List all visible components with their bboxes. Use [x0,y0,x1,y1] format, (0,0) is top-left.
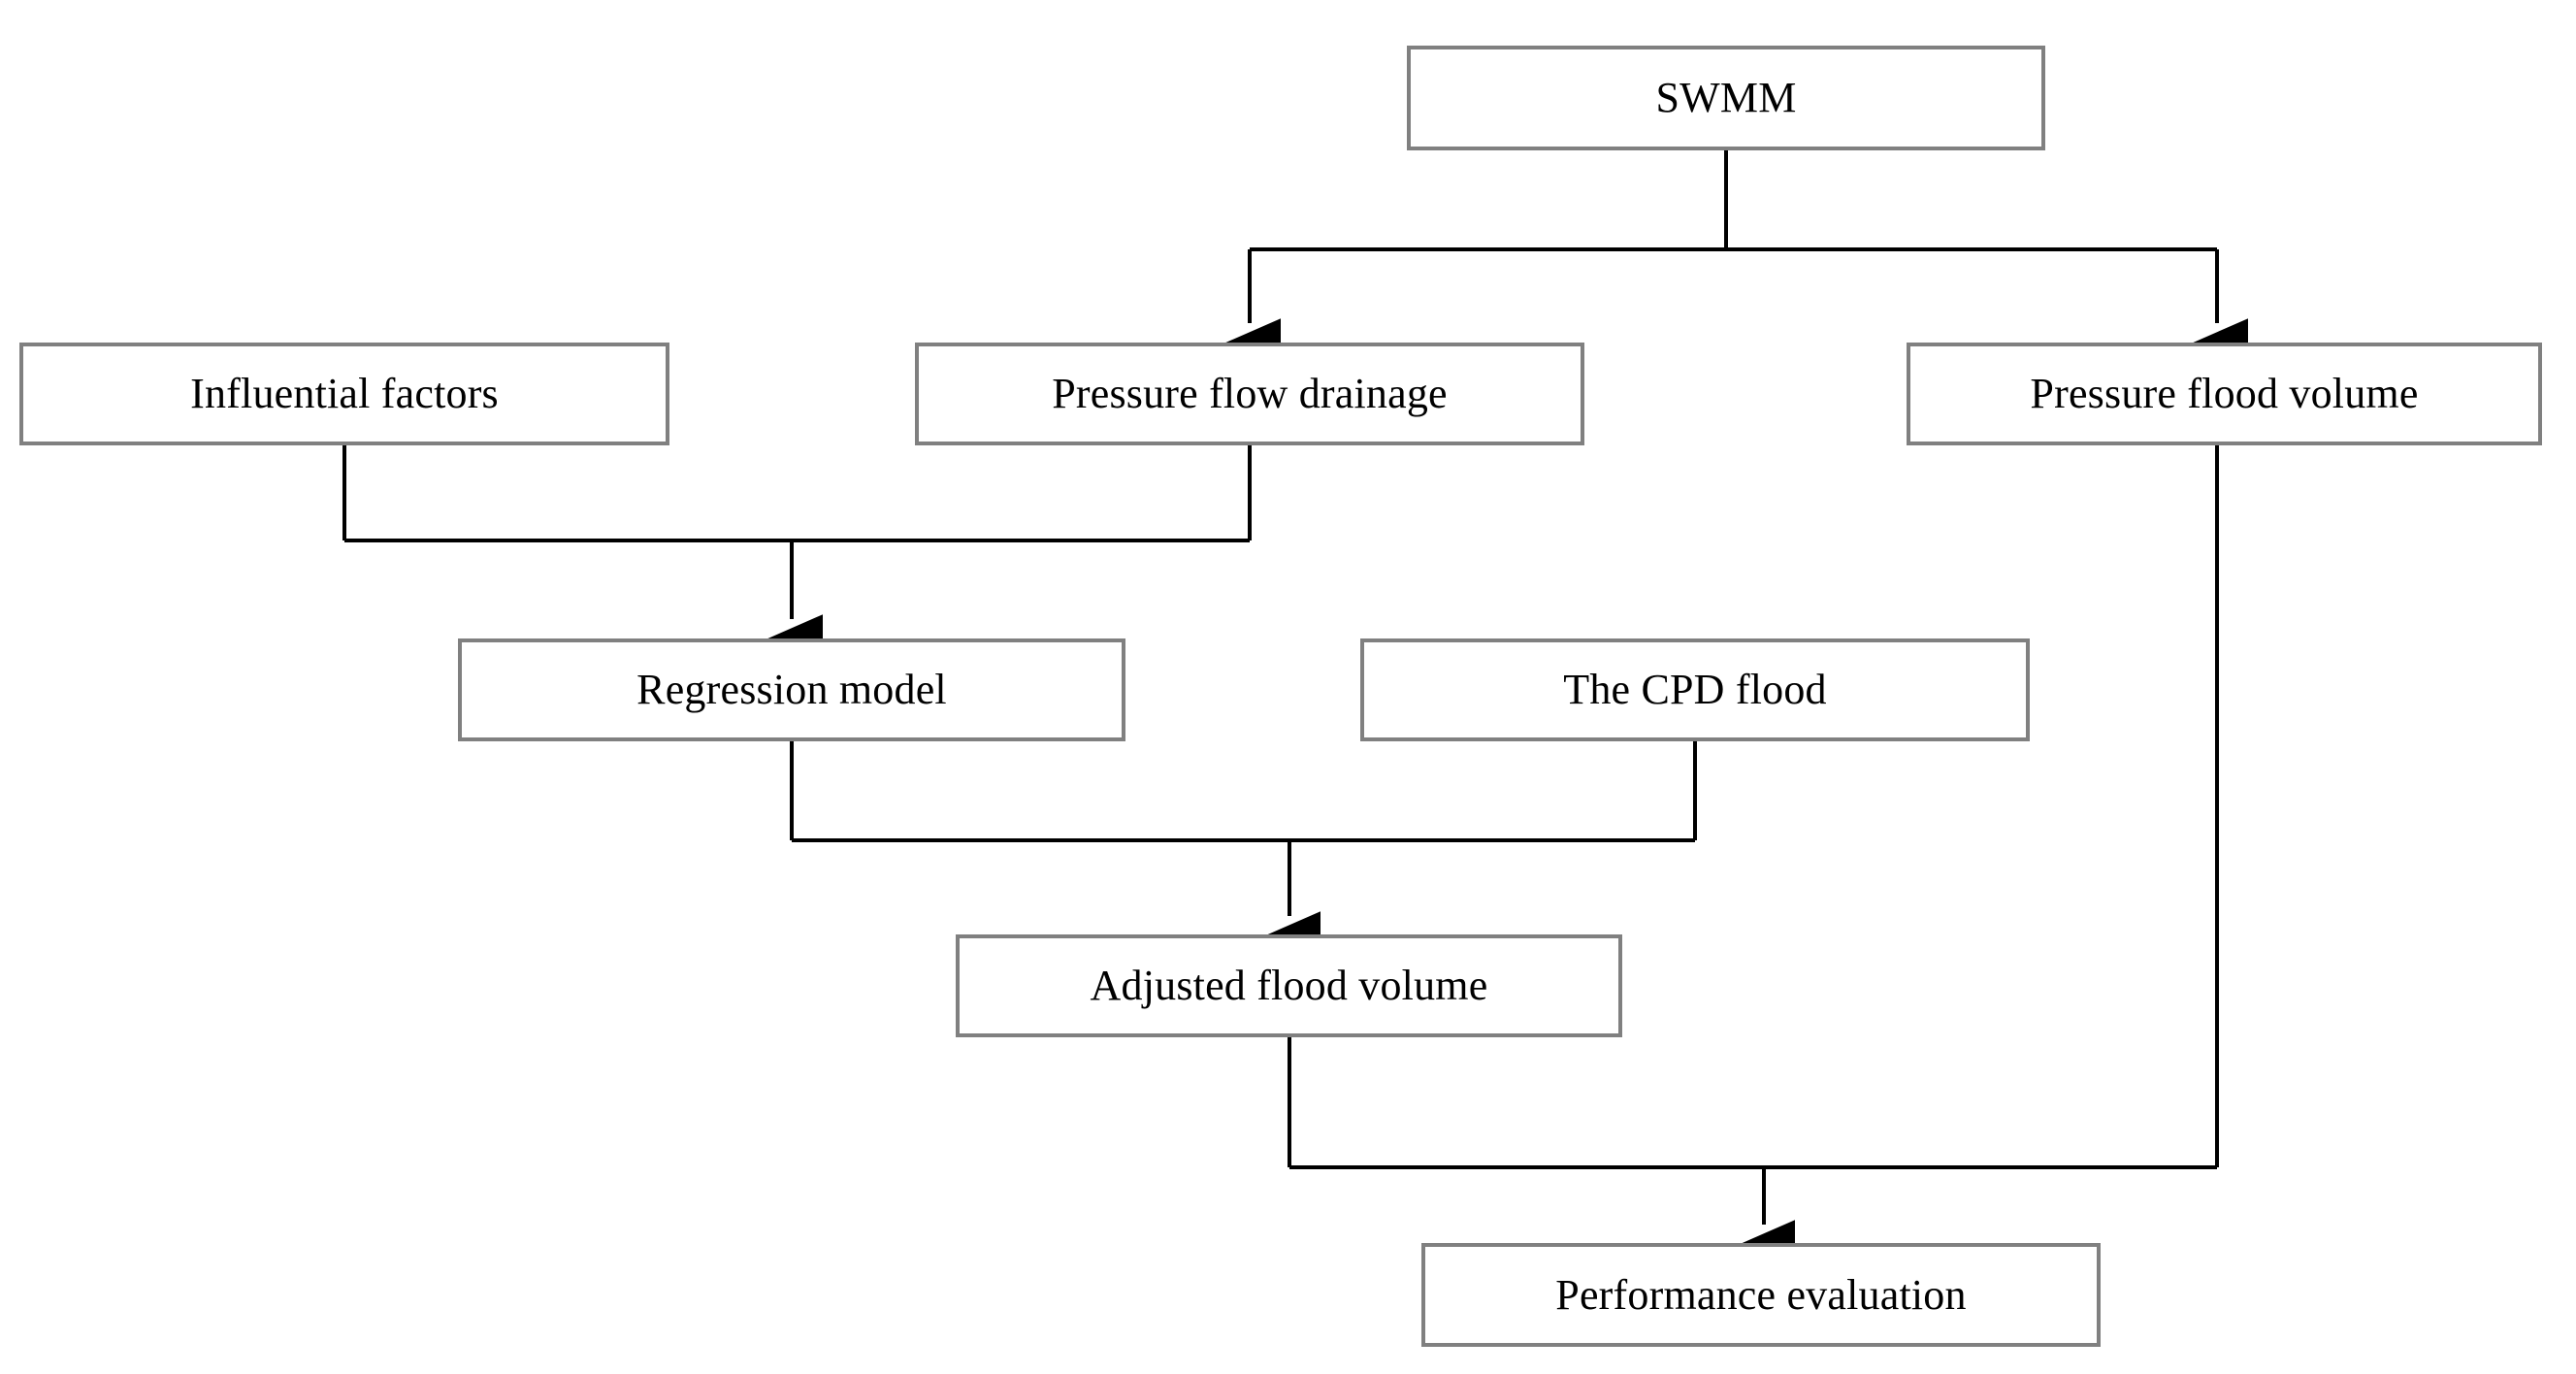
edge-swmm-to-pressure-flood-volume [1726,247,2248,374]
node-performance-evaluation-label: Performance evaluation [1555,1270,1967,1319]
edge-pressure-flood-volume-to-performance-evaluation [1733,445,2219,1275]
node-adjusted-flood-volume[interactable]: Adjusted flood volume [956,934,1622,1037]
node-cpd-flood[interactable]: The CPD flood [1360,638,2030,741]
edge-pressure-flow-drainage-to-regression-model [761,445,1252,670]
node-pressure-flow-drainage[interactable]: Pressure flow drainage [915,343,1584,445]
node-pressure-flood-volume[interactable]: Pressure flood volume [1907,343,2542,445]
edge-swmm-to-pressure-flow-drainage [1219,150,1728,374]
node-pressure-flood-volume-label: Pressure flood volume [2030,370,2419,417]
node-regression-model[interactable]: Regression model [458,638,1125,741]
edge-adjusted-flood-volume-to-performance-evaluation [1288,1037,2217,1169]
edge-influential-factors-to-regression-model [342,445,1250,542]
node-pressure-flow-drainage-label: Pressure flow drainage [1052,370,1448,417]
node-influential-factors[interactable]: Influential factors [19,343,669,445]
node-swmm-label: SWMM [1655,74,1797,121]
node-influential-factors-label: Influential factors [190,370,499,417]
node-swmm[interactable]: SWMM [1407,46,2045,150]
node-adjusted-flood-volume-label: Adjusted flood volume [1090,962,1488,1009]
node-performance-evaluation[interactable]: Performance evaluation [1421,1243,2101,1347]
edge-cpd-flood-to-adjusted-flood-volume [1258,741,1697,966]
edge-regression-model-to-adjusted-flood-volume [790,741,1695,842]
node-regression-model-label: Regression model [636,666,947,713]
node-cpd-flood-label: The CPD flood [1563,666,1827,713]
